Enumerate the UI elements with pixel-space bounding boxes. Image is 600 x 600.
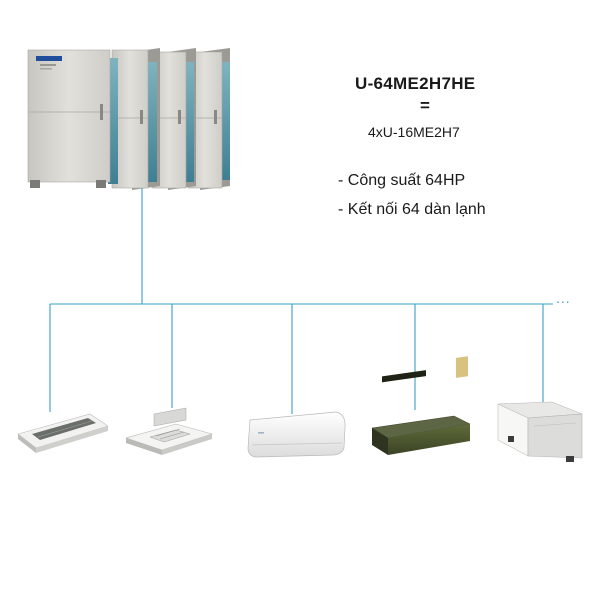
equals-sign: =	[420, 96, 430, 115]
four-way-cassette-icon	[124, 407, 214, 455]
refrigerant-piping	[49, 188, 553, 414]
panasonic-logo-icon	[36, 56, 62, 61]
outdoor-module-2	[111, 48, 160, 190]
floor-standing-unit-icon	[497, 401, 583, 462]
wall-mounted-unit-icon	[247, 411, 346, 458]
outdoor-model-label: U-64ME2H7HE	[355, 74, 476, 93]
module-combination-label: 4xU-16ME2H7	[368, 124, 460, 140]
one-way-cassette-icon	[17, 413, 109, 453]
outdoor-unit	[27, 48, 230, 190]
ducted-unit-icon	[371, 356, 471, 455]
connection-spec: - Kết nối 64 dàn lạnh	[338, 201, 486, 218]
outdoor-module-1	[27, 49, 118, 188]
capacity-spec: - Công suất 64HP	[338, 172, 466, 189]
pipe-continuation-ellipsis: ...	[556, 290, 571, 306]
